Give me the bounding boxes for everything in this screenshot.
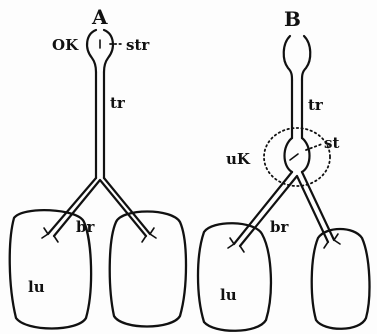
panel-a-title: A: [91, 5, 108, 29]
panel-a-label-lung: lu: [28, 278, 45, 296]
panel-a-label-upper-larynx: OK: [52, 36, 79, 54]
panel-b-label-syrinx: st: [324, 134, 339, 152]
panel-b-upper-bulb: [284, 36, 311, 80]
panel-b-label-bronchi: br: [270, 218, 289, 236]
panel-b-left-lung: [198, 223, 271, 331]
panel-a-label-bronchi: br: [76, 218, 95, 236]
panel-b-label-trachea: tr: [308, 96, 324, 114]
panel-a-bronchi: [48, 178, 150, 236]
panel-b-label-lower-larynx: uK: [226, 150, 251, 168]
panel-a-label-vocal-cords: str: [126, 36, 150, 54]
panel-b: B tr uK st br lu: [198, 7, 369, 331]
panel-b-title: B: [284, 7, 301, 31]
panel-a-label-trachea: tr: [110, 94, 126, 112]
panel-b-syrinx-membrane: [290, 154, 298, 160]
panel-b-trachea: [292, 80, 302, 138]
panel-a-upper-larynx: [87, 30, 113, 72]
panel-a-trachea: [96, 72, 104, 178]
panel-a-right-lung: [110, 212, 186, 327]
panel-b-label-lung: lu: [220, 286, 237, 304]
panel-a: A OK str tr br lu: [10, 5, 186, 329]
